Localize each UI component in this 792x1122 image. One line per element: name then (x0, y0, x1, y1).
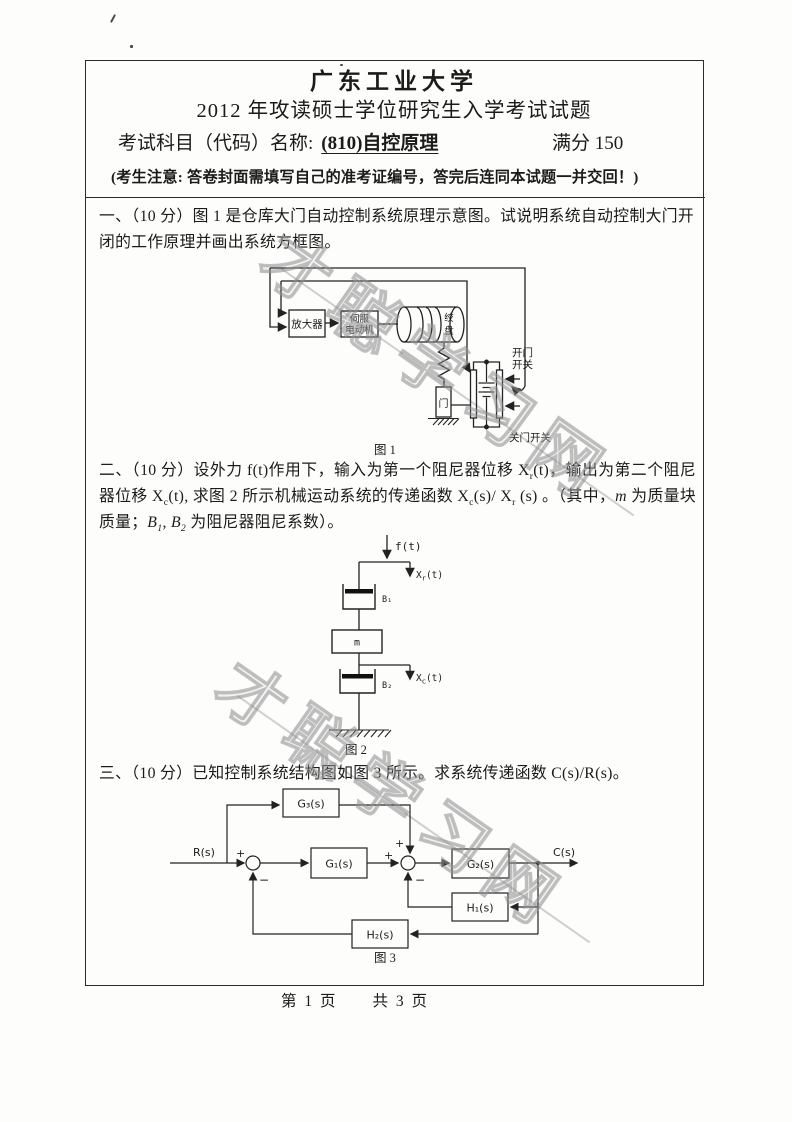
damper2 (339, 669, 376, 694)
scan-speck (340, 64, 343, 66)
block-g2: G₂(s) (451, 848, 510, 879)
damper1 (342, 584, 376, 610)
subject-value: (810)自控原理 (321, 133, 439, 154)
examinee-notice: (考生注意: 答卷封面需填写自己的准考证编号，答完后连同本试题一并交回！) (111, 169, 639, 186)
j2-plus-top-sign: + (395, 837, 404, 850)
figure2-links (358, 535, 415, 730)
j2-plus-left-sign: + (384, 849, 393, 862)
winch-label-1: 绞 (444, 312, 454, 324)
subject-row: 考试科目（代码）名称: (810)自控原理 满分 150 (118, 128, 678, 155)
figure1-wiring (269, 267, 526, 406)
door-box: 门 (435, 386, 452, 418)
scan-speck (130, 45, 133, 48)
force-label: f(t) (395, 540, 422, 553)
block-g2-label: G₂(s) (467, 858, 494, 871)
header-university: 广东工业大学 (310, 69, 478, 94)
j1-minus-sign: − (259, 873, 269, 887)
output-label: C(s) (553, 846, 575, 859)
summing-junction-1 (245, 855, 261, 871)
door-ground-hatch (428, 417, 460, 426)
servo-motor-label-1: 伺服 (350, 313, 370, 325)
header-exam-title: 2012 年攻读硕士学位研究生入学考试试题 (196, 100, 592, 122)
block-g3: G₃(s) (282, 788, 340, 818)
scan-speck (110, 14, 116, 23)
mass-label: m (354, 638, 360, 649)
block-h2: H₂(s) (351, 919, 409, 949)
output-displacement-label: Xc(t) (416, 673, 443, 686)
servo-motor-label-2: 电动机 (345, 324, 374, 336)
door-label: 门 (439, 397, 449, 410)
winch-label-2: 盘 (444, 325, 454, 337)
j2-minus-sign: − (415, 873, 425, 887)
question2-text: 二、（10 分）设外力 f(t)作用下，输入为第一个阻尼器位移 Xr(t)，输出… (99, 462, 697, 535)
block-h2-label: H₂(s) (367, 929, 394, 942)
content-border (85, 60, 704, 986)
damper1-label: B₁ (382, 595, 392, 605)
full-score: 满分 150 (552, 133, 624, 154)
question3-text: 三、（10 分）已知控制系统结构图如图 3 所示。求系统传递函数 C(s)/R(… (99, 765, 629, 782)
block-g1: G₁(s) (310, 847, 368, 879)
block-g1-label: G₁(s) (325, 858, 352, 871)
amplifier-box: 放大器 (288, 309, 326, 338)
input-label: R(s) (193, 846, 215, 859)
open-switch-label-1: 开门 (512, 346, 533, 359)
figure1-diagram: 放大器 伺服 电动机 绞 盘 门 (269, 267, 551, 457)
block-h1-label: H₁(s) (467, 902, 494, 915)
subject-label: 考试科目（代码）名称: (118, 133, 314, 154)
summing-junction-2 (400, 855, 416, 871)
block-g3-label: G₃(s) (297, 798, 324, 811)
output-branch-point (536, 861, 540, 865)
question1-text: 一、（10 分）图 1 是仓库大门自动控制系统原理示意图。试说明系统自动控制大门… (99, 208, 694, 251)
input-displacement-label: Xr(t) (416, 570, 443, 583)
damper2-label: B₂ (382, 681, 392, 691)
spring (437, 342, 451, 387)
mass-block: m (331, 629, 383, 654)
open-switch-label-2: 开关 (512, 358, 533, 371)
close-switch-label: 关门开关 (509, 431, 551, 444)
battery-symbol (478, 362, 495, 427)
block-h1: H₁(s) (451, 892, 509, 922)
page-footer: 第 1 页 共 3 页 (280, 993, 429, 1010)
figure3-lines (170, 800, 579, 939)
figure2-diagram: f(t) Xr(t) B₁ m Xc(t) B₂ 图 2 (329, 535, 443, 757)
figure2-ground-hatch (329, 729, 392, 738)
amplifier-label: 放大器 (291, 318, 323, 331)
figure1-caption: 图 1 (374, 443, 396, 457)
figure2-caption: 图 2 (345, 743, 367, 757)
servo-motor-box: 伺服 电动机 (340, 310, 379, 338)
figure3-diagram: R(s) + − + + − G₃(s) G₁(s) (170, 788, 579, 965)
winch-drum (396, 306, 465, 343)
header-divider (85, 197, 705, 198)
figure3-caption: 图 3 (374, 951, 396, 965)
j1-plus-sign: + (236, 847, 245, 860)
